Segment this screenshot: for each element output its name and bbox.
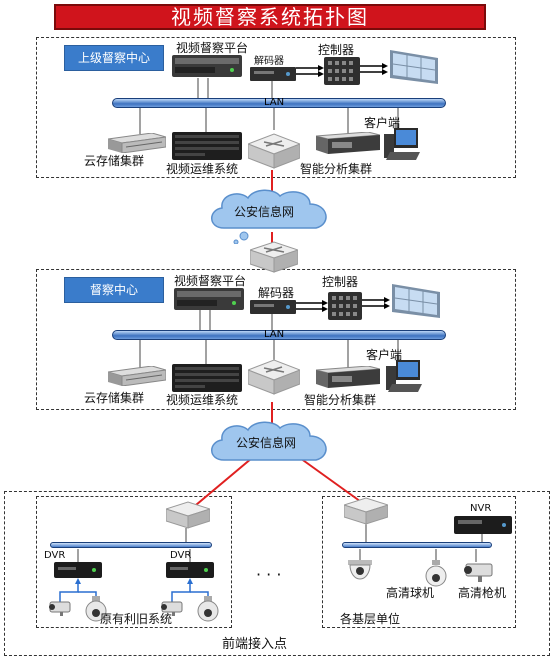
legacy-lan-bus [50, 542, 212, 548]
upper-decoder-icon [250, 67, 296, 81]
network-2-label: 公安信息网 [236, 436, 297, 450]
cloud-icon-1 [211, 189, 327, 244]
grassroots-dome-camera-icon-2 [425, 560, 447, 587]
grassroots-nvr-icon [454, 516, 512, 534]
upper-analytics-label: 智能分析集群 [300, 162, 373, 176]
mid-video-wall-icon [392, 284, 440, 318]
upper-ops-server-icon [172, 132, 242, 160]
mid-ops-label: 视频运维系统 [166, 393, 239, 407]
grassroots-nvr-label: NVR [470, 503, 492, 514]
legacy-bullet-camera-icon-1 [49, 601, 71, 616]
front-end-zone [4, 491, 550, 656]
legacy-dvr-1-label: DVR [44, 550, 66, 561]
mid-client-pc-icon [386, 360, 422, 392]
legacy-system-label: 原有利旧系统 [100, 612, 173, 626]
upper-core-switch-icon [248, 133, 300, 169]
mid-platform-label: 视频督察平台 [174, 274, 247, 288]
upper-controller-label: 控制器 [318, 43, 355, 57]
upper-ops-label: 视频运维系统 [166, 162, 239, 176]
mid-storage-label: 云存储集群 [84, 391, 145, 405]
mid-center-label: 督察中心 [64, 277, 164, 303]
upper-decoder-label: 解码器 [254, 56, 284, 67]
upper-client-label: 客户端 [364, 116, 401, 130]
mid-analytics-server-icon [316, 366, 380, 388]
mid-client-label: 客户端 [366, 348, 403, 362]
grassroots-dome-label: 高清球机 [386, 586, 435, 600]
mid-core-switch-icon [248, 359, 300, 395]
upper-client-pc-icon [384, 128, 420, 160]
mid-decoder-icon [250, 300, 296, 314]
legacy-system-zone [36, 496, 232, 628]
upper-lan-label: LAN [264, 97, 285, 108]
mid-storage-server-icon [108, 366, 166, 386]
grassroots-bullet-camera-icon [464, 563, 493, 582]
mid-analytics-label: 智能分析集群 [304, 393, 377, 407]
grassroots-lan-bus [342, 542, 492, 548]
front-end-ellipsis: · · · [256, 565, 282, 584]
upper-storage-label: 云存储集群 [84, 154, 145, 168]
upper-center-zone [36, 37, 516, 178]
legacy-ptz-camera-icon-2 [197, 596, 219, 622]
legacy-dvr-2-label: DVR [170, 550, 192, 561]
upper-storage-server-icon [108, 133, 166, 153]
legacy-dvr-2-icon [166, 562, 214, 578]
mid-controller-label: 控制器 [322, 275, 359, 289]
upper-center-label: 上级督察中心 [64, 45, 164, 71]
mid-decoder-label: 解码器 [258, 286, 295, 300]
grassroots-dome-camera-icon-1 [348, 560, 372, 580]
legacy-ptz-camera-icon-1 [85, 596, 107, 622]
mid-lan-label: LAN [264, 329, 285, 340]
front-end-label: 前端接入点 [222, 637, 288, 652]
legacy-switch-icon [166, 501, 210, 529]
legacy-bullet-camera-icon-2 [161, 601, 183, 616]
upper-platform-label: 视频督察平台 [176, 41, 249, 55]
mid-lan-bus [112, 330, 446, 340]
cloud-icon-2 [211, 421, 327, 461]
grassroots-switch-icon [344, 497, 388, 525]
upper-lan-bus [112, 98, 446, 108]
diagram-title: 视频督察系统拓扑图 [54, 4, 486, 30]
upper-platform-server-icon [172, 55, 242, 77]
grassroots-bullet-label: 高清枪机 [458, 586, 507, 600]
upper-analytics-server-icon [316, 132, 380, 154]
mid-controller-icon [328, 292, 362, 320]
legacy-dvr-1-icon [54, 562, 102, 578]
upper-controller-icon [324, 57, 360, 85]
upper-video-wall-icon [390, 50, 438, 84]
grassroots-zone [322, 496, 516, 628]
network-1-label: 公安信息网 [234, 205, 295, 219]
mid-ops-server-icon [172, 364, 242, 392]
mid-uplink-switch-icon [250, 241, 298, 273]
grassroots-unit-label: 各基层单位 [340, 612, 401, 626]
mid-platform-server-icon [174, 288, 244, 310]
